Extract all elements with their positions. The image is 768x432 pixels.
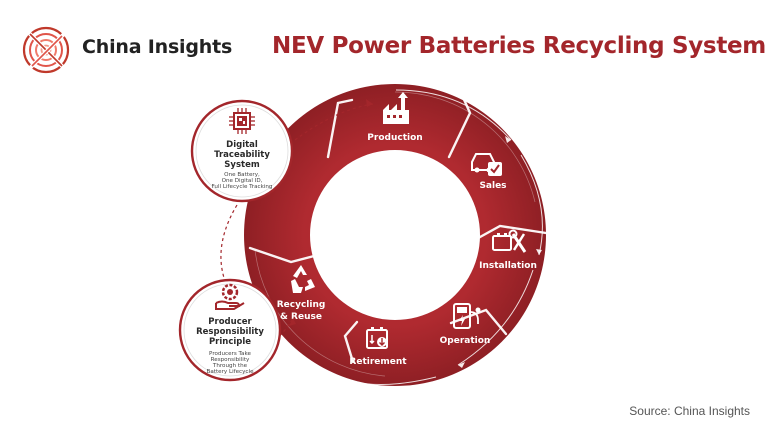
page-title: NEV Power Batteries Recycling System [272, 33, 766, 59]
callout-title-line2: Responsibility [196, 327, 264, 337]
stage-label-line1: Recycling [277, 300, 326, 310]
brand-name: China Insights [82, 36, 233, 58]
callout-text-line2: Responsibility [211, 357, 250, 363]
battery-down-icon [366, 327, 388, 349]
stage-label: Sales [479, 181, 506, 191]
stage-label: Installation [479, 261, 537, 271]
callout-text-line3: Full Lifecycle Tracking [212, 184, 273, 190]
stage-recycling-reuse: Recycling & Reuse [277, 265, 326, 322]
stage-label: Production [367, 133, 422, 143]
stage-production: Production [367, 92, 423, 143]
callout-title-line3: Principle [209, 337, 251, 347]
stage-sales: Sales [471, 153, 507, 191]
chip-icon [229, 108, 255, 134]
callout-producer-responsibility: Producer Responsibility Principle Produc… [178, 278, 282, 382]
stage-label: Operation [440, 336, 491, 346]
callout-text-line1: Producers Take [209, 351, 251, 357]
callout-title-line2: Traceability [214, 150, 270, 160]
callout-digital-traceability: Digital Traceability System One Battery,… [190, 99, 294, 203]
callout-title-line1: Digital [226, 140, 258, 150]
stage-label-line2: & Reuse [280, 312, 322, 322]
callout-text-line3: Through the [212, 363, 248, 369]
stage-installation: Installation [479, 229, 537, 271]
source-note: Source: China Insights [629, 404, 750, 418]
stage-retirement: Retirement [349, 327, 407, 367]
car-check-icon [471, 153, 502, 176]
china-insights-logo [22, 26, 70, 74]
callout-text-line1: One Battery, [224, 172, 260, 178]
callout-text-line2: One Digital ID, [222, 178, 263, 184]
charging-station-icon [453, 303, 481, 329]
recycle-icon [291, 265, 315, 293]
factory-icon [383, 92, 409, 124]
hand-gear-icon [215, 283, 245, 310]
stage-label: Retirement [349, 357, 407, 367]
callout-text-line4: Battery Lifecycle [206, 369, 254, 375]
battery-wrench-icon [492, 229, 527, 253]
callout-title-line1: Producer [208, 317, 252, 327]
callout-title-line3: System [224, 160, 260, 170]
stage-operation: Operation [440, 303, 491, 346]
